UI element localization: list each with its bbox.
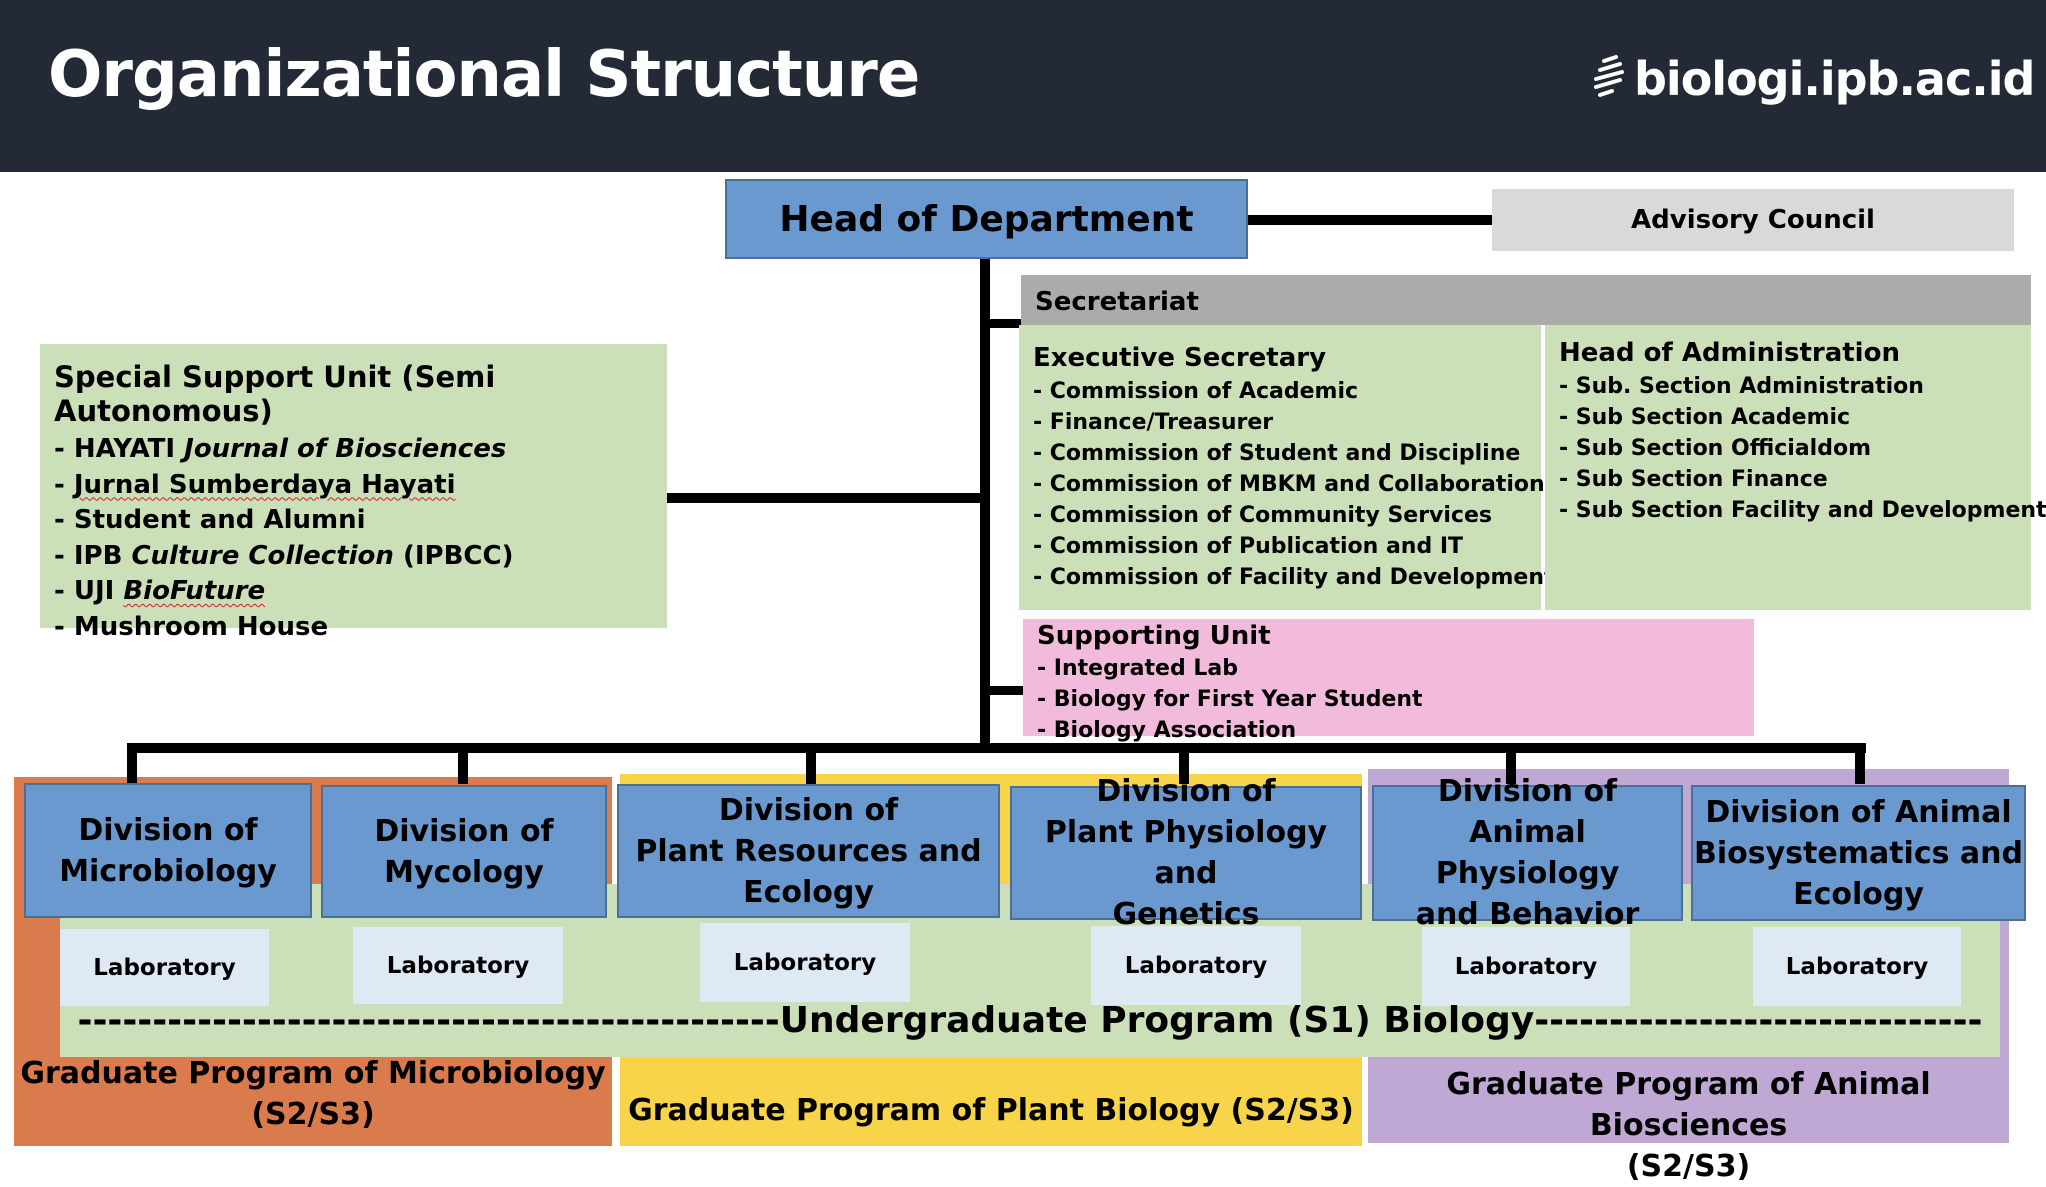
division-label: Division of (718, 792, 899, 828)
division-label: Division of (374, 813, 554, 849)
list-item: - Commission of Community Services (1033, 503, 1492, 528)
laboratory-plant-physiology[interactable]: Laboratory (1091, 926, 1301, 1005)
laboratory-plant-resources[interactable]: Laboratory (700, 923, 910, 1002)
list-item: - Biology Association (1037, 718, 1297, 743)
graduate-program-label: Graduate Program of Plant Biology (S2/S3… (628, 1093, 1354, 1128)
list-item: - IPB Culture Collection (IPBCC) (54, 539, 653, 575)
division-label: Mycology (384, 854, 544, 890)
connector-head-advisory (1248, 215, 1492, 225)
graduate-program-label: Graduate Program of Animal Biosciences (1446, 1067, 1931, 1143)
division-plant-physiology-genetics[interactable]: Division of Plant Physiology and Genetic… (1010, 774, 1362, 932)
list-item: - Sub Section Finance (1559, 467, 1828, 492)
list-item: - Commission of Publication and IT (1033, 534, 1464, 559)
graduate-program-plant-biology[interactable]: Graduate Program of Plant Biology (S2/S3… (620, 1090, 1362, 1131)
item-italic-text: BioFuture (123, 576, 266, 606)
supporting-unit-title: Supporting Unit (1037, 621, 1271, 651)
header-bar (0, 0, 2046, 172)
division-animal-physiology-behavior[interactable]: Division of Animal Physiology and Behavi… (1372, 774, 1683, 932)
list-item: - UJI BioFuture (54, 574, 653, 610)
site-logo[interactable]: biologi.ipb.ac.id (1592, 52, 2035, 106)
laboratory-animal-biosystematics[interactable]: Laboratory (1753, 927, 1961, 1006)
connector-supporting-unit (985, 686, 1023, 695)
graduate-program-animal-biosciences[interactable]: Graduate Program of Animal Biosciences (… (1368, 1064, 2009, 1187)
special-support-unit-box[interactable]: Special Support Unit (Semi Autonomous) -… (40, 344, 667, 642)
division-plant-resources-ecology[interactable]: Division of Plant Resources and Ecology (617, 784, 1000, 918)
item-text: - IPB (54, 540, 132, 571)
item-text: - Student and Alumni (54, 505, 366, 535)
list-item: - Commission of Academic (1033, 379, 1359, 404)
connector-division-6 (1855, 748, 1865, 784)
item-italic-text: Journal of Biosciences (184, 434, 507, 464)
list-item: - Sub Section Facility and Development (1559, 498, 2046, 523)
logo-text: biologi.ipb.ac.id (1634, 52, 2035, 106)
division-label: Ecology (743, 874, 874, 910)
secretariat-header[interactable]: Secretariat (1021, 275, 2031, 325)
division-label: Plant Resources and (635, 833, 982, 869)
connector-division-4 (1179, 748, 1189, 784)
list-item: - Jurnal Sumberdaya Hayati (54, 468, 653, 504)
connector-division-5 (1506, 748, 1516, 784)
division-mycology[interactable]: Division of Mycology (321, 785, 607, 918)
list-item: - Mushroom House (54, 610, 653, 646)
list-item: - Sub Section Officialdom (1559, 436, 1871, 461)
list-item: - HAYATI Journal of Biosciences (54, 432, 653, 468)
item-spellcheck-text: Jurnal Sumberdaya Hayati (73, 469, 456, 500)
list-item: - Integrated Lab (1037, 656, 1238, 681)
laboratory-microbiology[interactable]: Laboratory (60, 929, 269, 1006)
item-text: - HAYATI (54, 434, 185, 464)
graduate-program-microbiology[interactable]: Graduate Program of Microbiology (S2/S3) (14, 1053, 612, 1135)
laboratory-mycology[interactable]: Laboratory (353, 927, 563, 1004)
division-label: Division of Animal (1705, 794, 2012, 830)
graduate-program-label: Graduate Program of Microbiology (20, 1056, 606, 1091)
connector-trunk (980, 258, 990, 753)
item-italic-text: Culture Collection (131, 540, 394, 571)
division-label: Division of (1437, 774, 1618, 809)
head-of-department-box[interactable]: Head of Department (725, 179, 1248, 259)
connector-division-1 (127, 748, 137, 784)
executive-secretary-title: Executive Secretary (1033, 343, 1327, 373)
logo-stripes-icon (1594, 55, 1624, 97)
list-item: - Finance/Treasurer (1033, 410, 1274, 435)
list-item: - Sub. Section Administration (1559, 374, 1924, 399)
item-text: - Mushroom House (54, 611, 329, 642)
connector-secretariat (985, 319, 1021, 328)
special-support-unit-title: Special Support Unit (Semi Autonomous) (54, 360, 496, 428)
connector-division-3 (806, 748, 816, 784)
item-text: - (54, 469, 74, 500)
supporting-unit-box[interactable]: Supporting Unit - Integrated Lab - Biolo… (1023, 619, 1754, 743)
item-text: (IPBCC) (393, 540, 514, 571)
division-label: Division of (1096, 774, 1276, 809)
division-label: Plant Physiology and (1044, 815, 1328, 891)
division-microbiology[interactable]: Division of Microbiology (24, 783, 312, 918)
connector-division-bus (127, 743, 1866, 753)
page-title: Organizational Structure (48, 38, 920, 112)
division-label: Biosystematics and (1693, 835, 2023, 871)
laboratory-animal-physiology[interactable]: Laboratory (1422, 927, 1630, 1006)
list-item: - Commission of MBKM and Collaboration (1033, 472, 1545, 497)
executive-secretary-box[interactable]: Executive Secretary - Commission of Acad… (1019, 325, 1555, 610)
list-item: - Commission of Student and Discipline (1033, 441, 1521, 466)
list-item: - Commission of Facility and Development (1033, 565, 1555, 590)
advisory-council-box[interactable]: Advisory Council (1492, 189, 2014, 251)
list-item: - Sub Section Academic (1559, 405, 1851, 430)
head-of-administration-box[interactable]: Head of Administration - Sub. Section Ad… (1545, 325, 2046, 610)
undergraduate-program-label: ----------------------------------------… (77, 1000, 1983, 1041)
connector-division-2 (458, 748, 468, 784)
connector-special-support (667, 493, 985, 503)
graduate-program-label: (S2/S3) (1626, 1149, 1751, 1184)
division-label: Division of (78, 812, 258, 848)
division-label: Microbiology (59, 853, 277, 889)
list-item: - Student and Alumni (54, 503, 653, 539)
division-label: Animal Physiology (1435, 815, 1620, 891)
list-item: - Biology for First Year Student (1037, 687, 1423, 712)
division-animal-biosystematics-ecology[interactable]: Division of Animal Biosystematics and Ec… (1691, 785, 2026, 921)
item-text: - UJI (54, 576, 124, 606)
division-label: Ecology (1793, 876, 1924, 912)
head-of-administration-title: Head of Administration (1559, 338, 1900, 368)
graduate-program-label: (S2/S3) (251, 1097, 375, 1132)
division-label: and Behavior (1415, 897, 1640, 932)
